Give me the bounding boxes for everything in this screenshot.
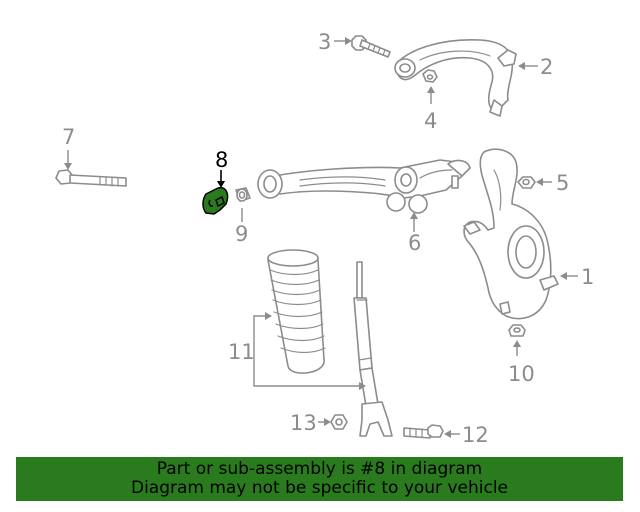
label-4: 4 — [424, 109, 437, 133]
part-6-lower-control-arm[interactable] — [257, 159, 471, 214]
label-9: 9 — [235, 222, 248, 246]
label-10: 10 — [508, 362, 535, 386]
part-4-nut[interactable] — [422, 69, 438, 83]
part-5-nut[interactable] — [517, 176, 536, 189]
part-10-nut[interactable] — [508, 324, 526, 337]
label-3: 3 — [318, 30, 331, 54]
leader-lines — [64, 37, 578, 438]
label-6: 6 — [408, 231, 421, 255]
part-11-dust-boot[interactable] — [267, 249, 326, 374]
part-13-nut[interactable] — [330, 414, 348, 430]
label-5: 5 — [556, 171, 569, 195]
shock-absorber[interactable] — [353, 261, 393, 437]
label-7: 7 — [62, 125, 75, 149]
banner-line-1: Part or sub-assembly is #8 in diagram — [156, 459, 483, 479]
part-8-cam-bracket[interactable] — [202, 186, 229, 215]
part-12-bolt[interactable] — [403, 424, 444, 439]
label-12: 12 — [462, 423, 489, 447]
part-3-bolt[interactable] — [351, 35, 391, 58]
label-13: 13 — [290, 411, 317, 435]
info-banner: Part or sub-assembly is #8 in diagram Di… — [16, 457, 623, 501]
part-7-long-bolt[interactable] — [55, 169, 127, 187]
part-1-steering-knuckle[interactable] — [463, 148, 559, 320]
label-1: 1 — [581, 265, 594, 289]
part-2-upper-control-arm[interactable] — [394, 39, 517, 117]
label-2: 2 — [540, 55, 553, 79]
label-11: 11 — [228, 340, 255, 364]
part-9-bushing[interactable] — [235, 187, 251, 202]
label-8: 8 — [215, 148, 228, 172]
banner-line-2: Diagram may not be specific to your vehi… — [130, 478, 508, 498]
callout-labels: 3 2 4 7 8 5 9 6 1 11 10 13 12 — [62, 30, 594, 447]
